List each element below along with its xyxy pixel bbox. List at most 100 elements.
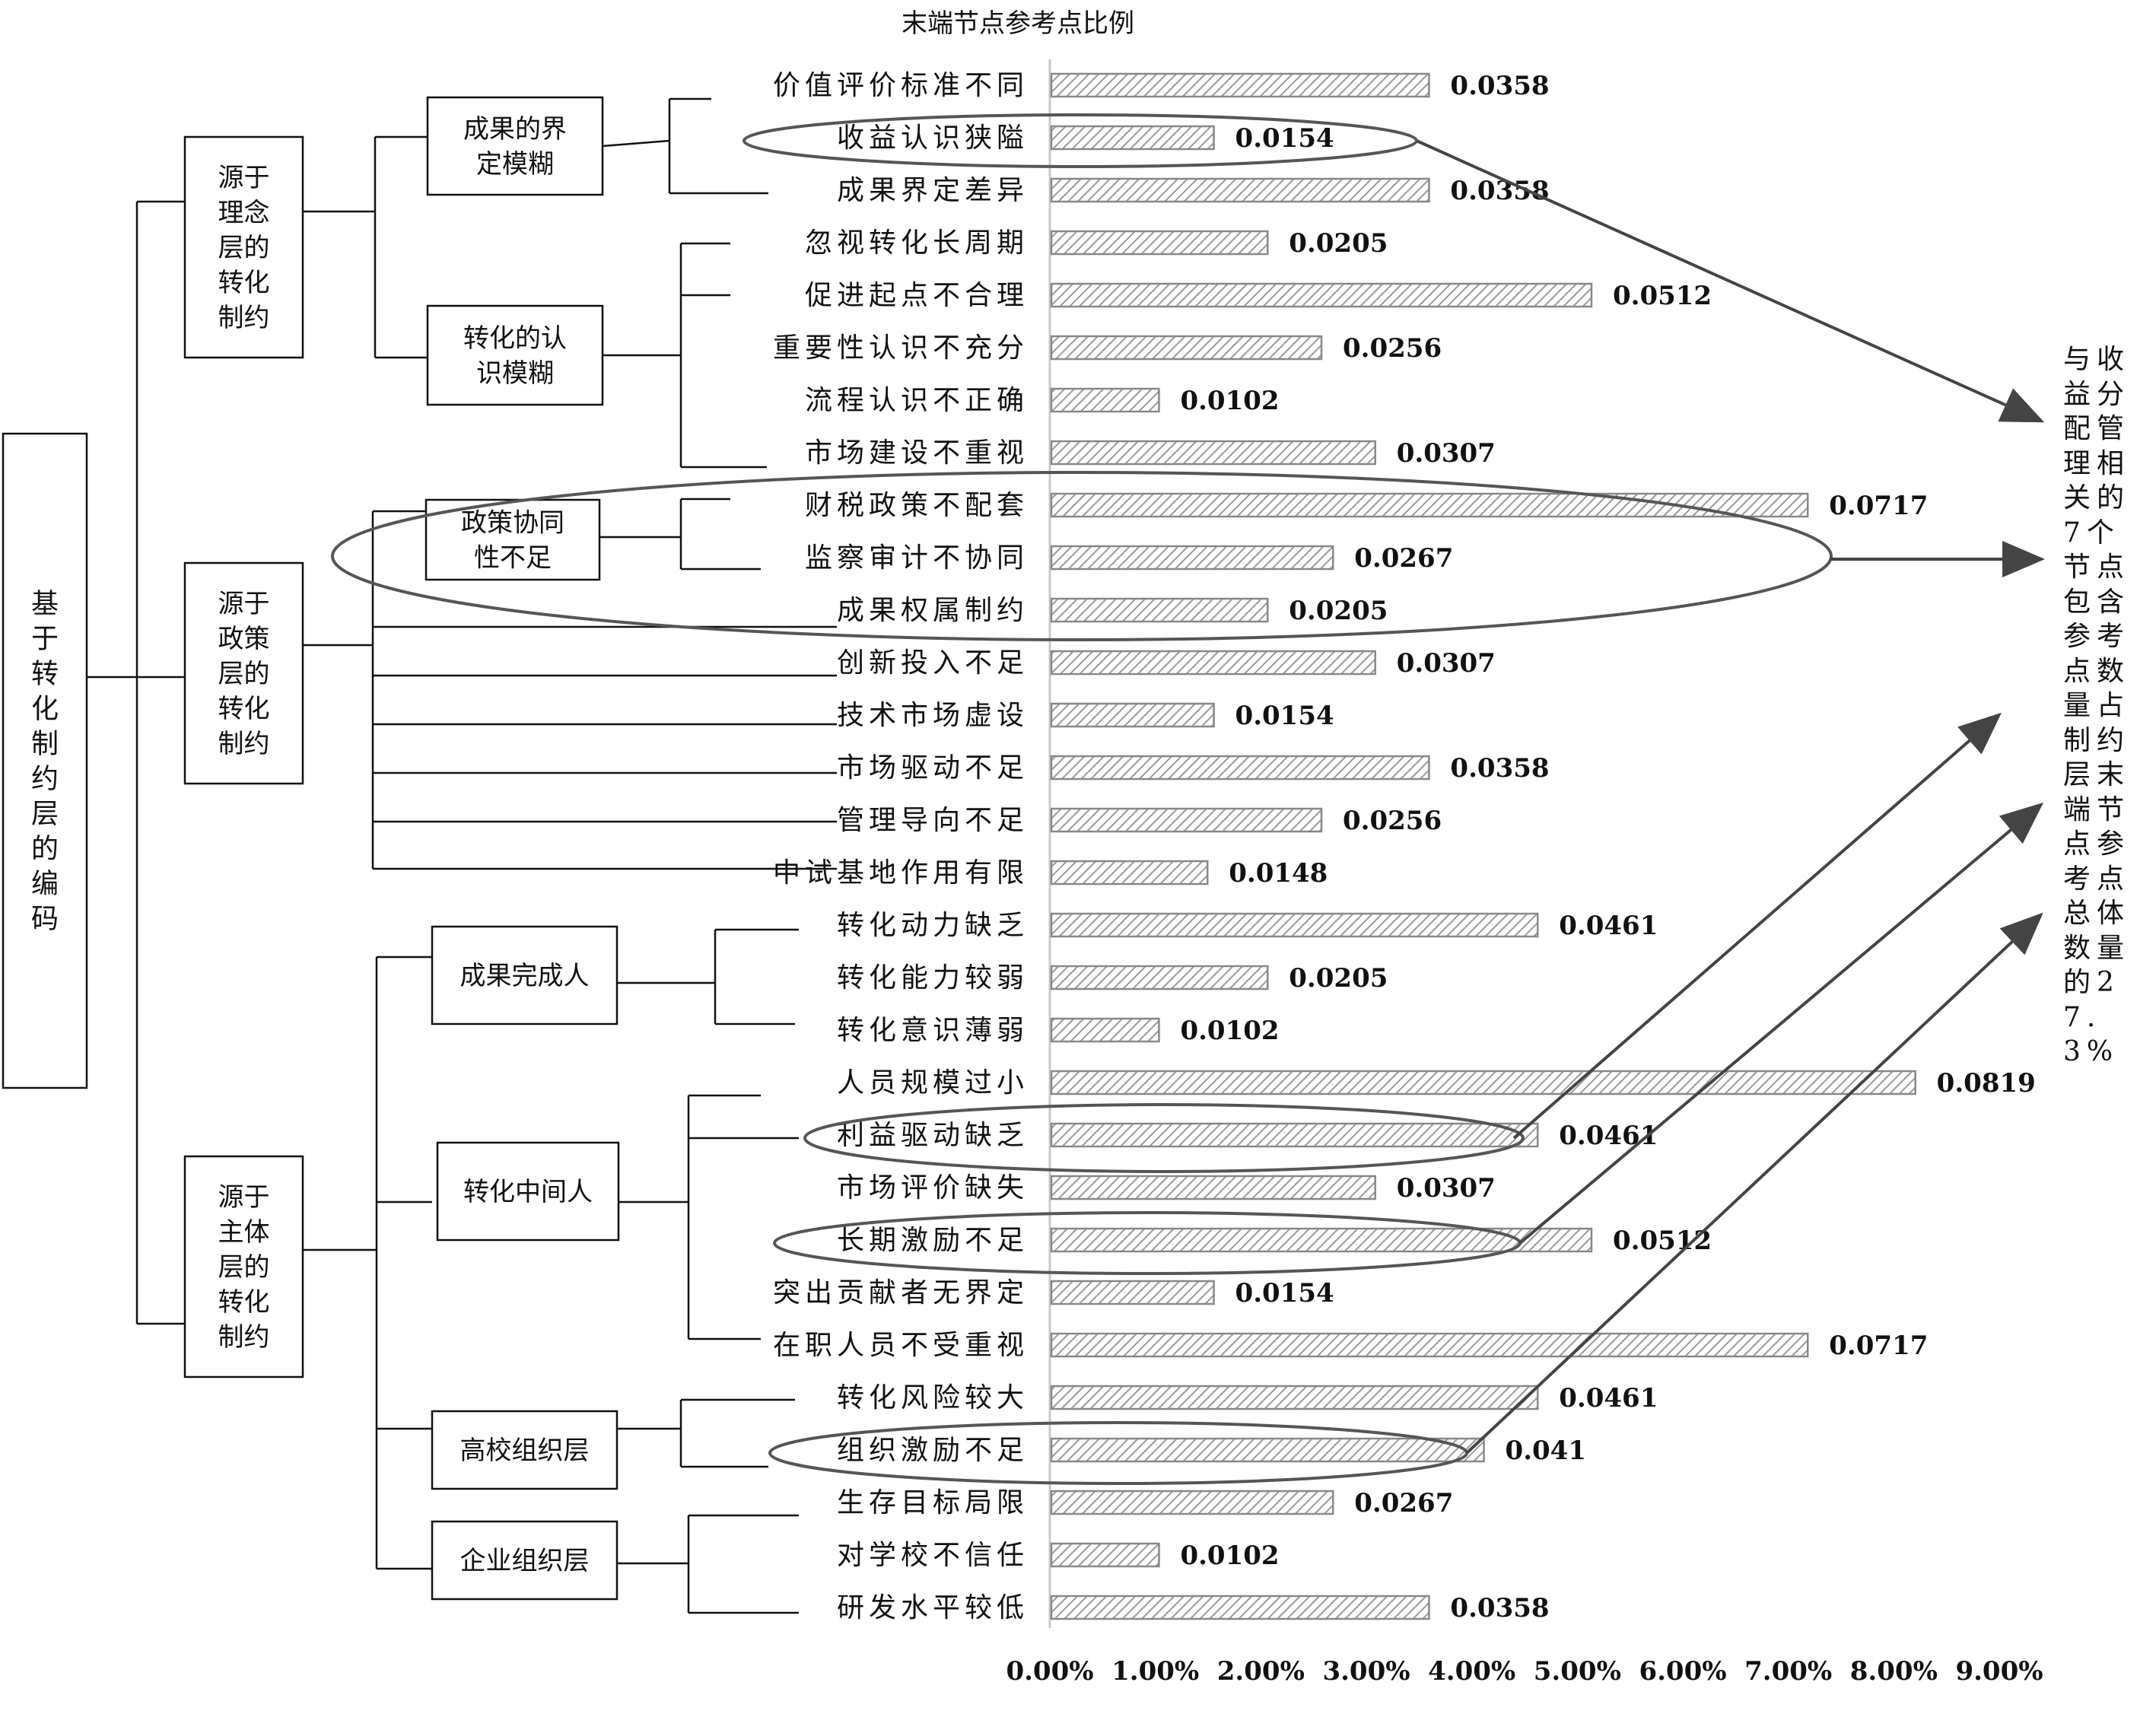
x-tick-label: 5.00%	[1534, 1656, 1621, 1687]
value-label: 0.0205	[1289, 228, 1388, 259]
bar	[1050, 912, 1539, 938]
level1-node-box	[183, 135, 304, 359]
x-tick-label: 4.00%	[1428, 1656, 1515, 1687]
value-label: 0.041	[1506, 1436, 1586, 1466]
root-node-box	[2, 432, 88, 1089]
category-label: 忽视转化长周期	[805, 227, 1029, 259]
value-label: 0.0461	[1559, 1121, 1658, 1151]
category-label: 人员规模过小	[837, 1067, 1029, 1099]
category-label: 技术市场虚设	[837, 700, 1029, 731]
category-label: 生存目标局限	[837, 1487, 1029, 1518]
value-label: 0.0358	[1450, 71, 1549, 101]
category-label: 市场驱动不足	[837, 752, 1029, 784]
value-label: 0.0102	[1180, 1541, 1279, 1571]
value-label: 0.0358	[1450, 1593, 1549, 1623]
value-label: 0.0358	[1450, 176, 1549, 206]
bar	[1050, 1017, 1160, 1043]
bar	[1050, 1332, 1809, 1358]
bar	[1050, 230, 1269, 256]
bar	[1050, 177, 1430, 203]
bar	[1050, 1280, 1215, 1305]
bar	[1050, 1595, 1430, 1620]
category-label: 流程认识不正确	[805, 385, 1029, 416]
level1-node-box	[183, 561, 304, 785]
category-label: 中试基地作用有限	[773, 857, 1029, 889]
bar	[1050, 72, 1430, 98]
annotation-arrow	[1512, 712, 2002, 1140]
value-label: 0.0512	[1613, 1226, 1712, 1256]
value-label: 0.0717	[1829, 491, 1928, 521]
bar	[1050, 1437, 1485, 1463]
x-tick-label: 2.00%	[1217, 1656, 1305, 1687]
value-label: 0.0717	[1829, 1331, 1928, 1361]
value-label: 0.0267	[1354, 543, 1453, 574]
category-label: 转化动力缺乏	[837, 910, 1029, 941]
bar	[1050, 1070, 1916, 1095]
category-label: 监察审计不协同	[805, 542, 1029, 574]
bar	[1050, 1122, 1539, 1148]
level2-node-label: 转化的认识模糊	[463, 323, 567, 389]
highlight-ellipse	[803, 1103, 1525, 1173]
level2-node-box	[431, 1520, 618, 1601]
bar	[1050, 702, 1215, 728]
connector	[602, 139, 670, 148]
category-label: 市场建设不重视	[805, 437, 1029, 469]
bar	[1050, 440, 1376, 466]
bar	[1050, 545, 1334, 571]
value-label: 0.0102	[1180, 386, 1279, 416]
category-label: 重要性认识不充分	[773, 332, 1029, 364]
value-label: 0.0256	[1343, 806, 1442, 836]
value-label: 0.0102	[1180, 1016, 1279, 1046]
bar	[1050, 807, 1323, 833]
annotation-arrow	[1416, 139, 2045, 423]
category-label: 收益认识狭隘	[837, 122, 1029, 154]
value-label: 0.0154	[1235, 701, 1334, 731]
value-label: 0.0307	[1397, 1173, 1496, 1204]
level2-node-box	[426, 96, 604, 196]
value-label: 0.0154	[1235, 123, 1334, 154]
value-label: 0.0205	[1289, 596, 1388, 626]
value-label: 0.0307	[1397, 438, 1496, 469]
value-label: 0.0512	[1613, 281, 1712, 311]
level1-node-box	[183, 1155, 304, 1378]
value-label: 0.0154	[1235, 1278, 1334, 1308]
category-label: 突出贡献者无界定	[773, 1277, 1029, 1308]
category-label: 研发水平较低	[837, 1592, 1029, 1623]
category-label: 转化能力较弱	[837, 962, 1029, 994]
category-label: 管理导向不足	[837, 805, 1029, 836]
category-label: 成果界定差异	[837, 175, 1029, 206]
level2-node-label: 成果的界定模糊	[463, 114, 567, 180]
x-tick-label: 0.00%	[1006, 1656, 1093, 1687]
annotation-arrow	[1518, 802, 2044, 1245]
category-label: 价值评价标准不同	[773, 70, 1029, 101]
bar	[1050, 650, 1376, 676]
root-node-label: 基于转化制约层的编码	[31, 589, 59, 935]
value-label: 0.0148	[1229, 858, 1328, 889]
level2-node-box	[426, 304, 604, 406]
x-tick-label: 9.00%	[1955, 1656, 2043, 1687]
bar	[1050, 125, 1215, 151]
tree-connectors	[87, 97, 837, 1614]
x-tick-label: 6.00%	[1639, 1656, 1726, 1687]
x-tick-label: 3.00%	[1322, 1656, 1410, 1687]
bar	[1050, 755, 1430, 781]
category-label: 成果权属制约	[837, 595, 1029, 626]
level2-node-label: 高校组织层	[460, 1436, 590, 1466]
value-label: 0.0461	[1559, 1383, 1658, 1413]
level2-node-box	[425, 498, 601, 581]
bar	[1050, 860, 1209, 886]
category-label: 组织激励不足	[837, 1435, 1029, 1466]
category-labels: 价值评价标准不同收益认识狭隘成果界定差异忽视转化长周期促进起点不合理重要性认识不…	[773, 70, 1029, 1623]
value-label: 0.0256	[1343, 333, 1442, 364]
level1-node-label: 源于主体层的转化制约	[218, 1182, 270, 1353]
level1-node-label: 源于理念层的转化制约	[218, 163, 270, 333]
bar	[1050, 965, 1269, 991]
x-tick-label: 7.00%	[1744, 1656, 1832, 1687]
level2-node-label: 企业组织层	[460, 1546, 590, 1576]
value-label: 0.0307	[1397, 648, 1496, 679]
level2-node-label: 转化中间人	[463, 1177, 593, 1207]
bar	[1050, 1542, 1160, 1568]
bar	[1050, 1175, 1376, 1200]
